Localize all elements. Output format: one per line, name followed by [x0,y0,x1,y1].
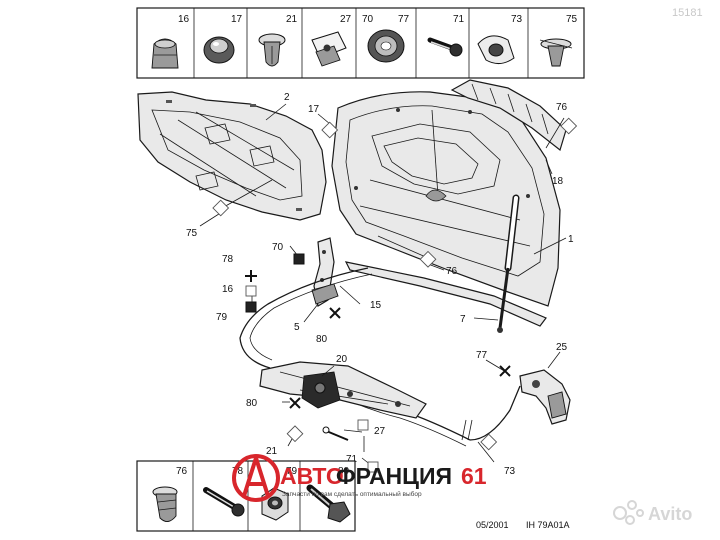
callout-numbers: 2 17 76 18 75 1 70 76 78 16 15 79 5 7 80… [186,92,574,477]
bottom-strip-label-80: 80 [338,466,350,477]
callout-76: 76 [556,102,568,113]
bonnet-insulation-panel [137,91,327,221]
brand-name-part-auto: АВТО [280,463,344,489]
bonnet-front-seal [344,261,547,327]
callout-15: 15 [370,300,382,311]
marker-79 [245,301,257,313]
strip-label-73: 73 [511,14,523,25]
strip-label-16: 16 [178,14,190,25]
bump-stop-icon [151,38,179,69]
strip-label-21: 21 [286,14,298,25]
marker-21 [286,425,304,443]
strip-label-27: 27 [340,14,352,25]
strip-label-70: 70 [362,14,374,25]
callout-21: 21 [266,446,278,457]
callout-7: 7 [460,314,466,325]
gas-strut [497,194,520,333]
callout-16: 16 [222,284,234,295]
bottom-strip-label-78: 78 [232,466,244,477]
bottom-strip-label-76: 76 [176,466,188,477]
bolt-icon [306,484,351,523]
self-tapping-screw-icon [203,487,245,517]
top-fastener-strip: 16 17 21 27 70 77 71 73 75 [136,7,585,79]
callout-70: 70 [272,242,284,253]
bonnet-hinge [311,237,339,307]
fir-tree-clip-icon [152,486,178,522]
clip-nut-icon [311,31,347,67]
callout-79: 79 [216,312,228,323]
marker-17 [321,121,339,139]
callout-5: 5 [294,322,300,333]
avito-label: Avito [648,504,692,524]
marker-73 [480,433,498,451]
plastic-rivet-icon [258,33,286,67]
callout-78: 78 [222,254,234,265]
screw-icon [427,37,463,57]
strip-label-77: 77 [398,14,410,25]
callout-20: 20 [336,354,348,365]
position-markers [212,117,578,473]
callout-75: 75 [186,228,198,239]
marker-16 [245,285,257,297]
cable-clip-icon [477,35,515,64]
brand-name-part-france: ФРАНЦИЯ [336,463,452,489]
marker-78 [245,270,257,282]
strip-label-75: 75 [566,14,578,25]
brand-tagline: Запчасти по вам сделать оптимальный выбо… [282,490,422,498]
callout-1: 1 [568,234,574,245]
strip-label-71: 71 [453,14,465,25]
brand-watermark: АВТО ФРАНЦИЯ 61 Запчасти по вам сделать … [232,454,487,502]
callout-2: 2 [284,92,290,103]
callout-76b: 76 [446,266,458,277]
avito-logo-icon [613,500,644,525]
callout-18: 18 [552,176,564,187]
callout-27: 27 [374,426,386,437]
brand-name-part-61: 61 [461,463,487,489]
footer-date: 05/2001 [476,520,509,530]
callout-25: 25 [556,342,568,353]
marker-77 [499,365,511,377]
brand-logo-icon [232,454,280,502]
marker-76-top [560,117,578,135]
marker-76-mid [419,250,437,268]
avito-watermark: Avito [613,500,692,525]
marker-70 [293,253,305,265]
release-handle [519,369,571,425]
catalog-ref: 15181 [672,7,703,19]
footer-ref: IH 79A01A [526,520,570,530]
marker-27 [357,419,369,431]
callout-71: 71 [346,454,358,465]
strip-label-17: 17 [231,14,243,25]
marker-71 [367,461,379,473]
marker-75 [212,199,230,217]
leader-lines [199,103,567,467]
callout-77: 77 [476,350,488,361]
round-grommet-icon [367,29,405,63]
push-clip-icon [539,38,573,67]
marker-80-top [329,307,341,319]
callout-73: 73 [504,466,516,477]
callout-17: 17 [308,104,320,115]
latch-pull-rod [322,426,349,441]
grommet-icon [203,36,235,64]
bottom-strip-label-79: 79 [286,466,298,477]
bonnet-panel [331,91,561,307]
bonnet-latch-assembly [259,361,427,419]
callout-80b: 80 [246,398,258,409]
callout-80: 80 [316,334,328,345]
scuttle-seal-strip [450,79,567,152]
marker-80-bottom [289,397,301,409]
